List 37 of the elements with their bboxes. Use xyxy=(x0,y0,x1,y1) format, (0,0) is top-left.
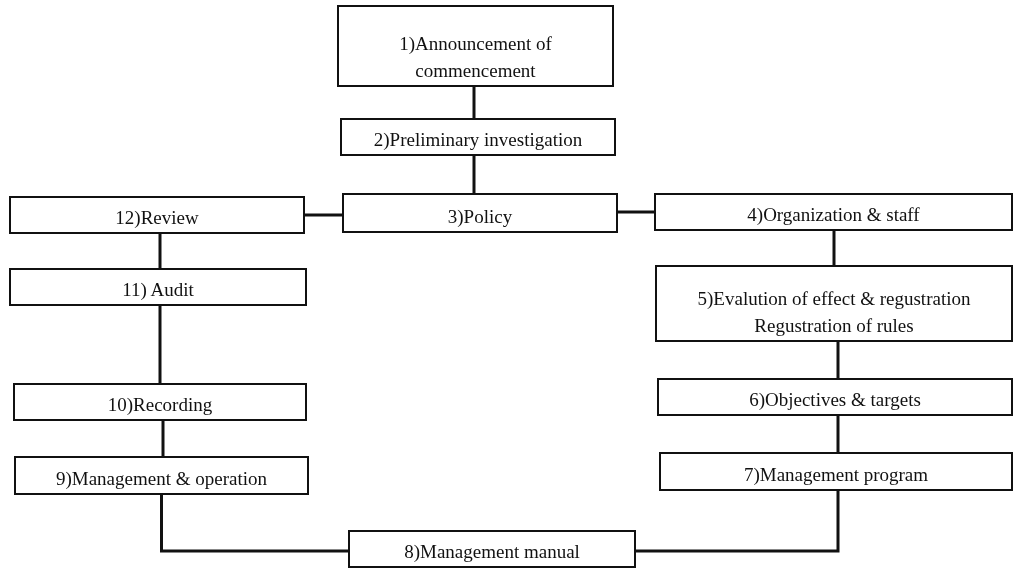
process-box xyxy=(14,456,309,495)
step-label: 10)Recording xyxy=(107,393,213,418)
step-label: 5)Evalution of effect & regustration xyxy=(697,286,971,311)
process-box xyxy=(13,383,307,421)
process-box xyxy=(659,452,1013,491)
step-label: 3)Policy xyxy=(447,205,513,230)
connector-line xyxy=(161,421,165,456)
process-box xyxy=(9,196,305,234)
connector-line xyxy=(472,156,476,193)
connector-line xyxy=(836,416,840,452)
connector-line xyxy=(832,231,836,265)
connector-line xyxy=(836,342,840,378)
step-label: 7)Management program xyxy=(743,463,929,488)
step-label: 12)Review xyxy=(115,206,199,231)
process-box xyxy=(340,118,616,156)
connector-line xyxy=(618,210,654,214)
step-label: 11) Audit xyxy=(122,278,194,303)
connector-line xyxy=(305,213,342,217)
step-label: 9)Management & operation xyxy=(55,467,267,492)
step-label: 2)Preliminary investigation xyxy=(373,128,583,153)
step-label: Regustration of rules xyxy=(754,314,914,339)
process-box xyxy=(657,378,1013,416)
process-box xyxy=(9,268,307,306)
connector-line xyxy=(472,87,476,118)
connector-line xyxy=(158,306,162,383)
process-box xyxy=(342,193,618,233)
process-box xyxy=(337,5,614,87)
step-label: 6)Objectives & targets xyxy=(749,388,921,413)
connector-line xyxy=(160,495,348,553)
connector-line xyxy=(636,491,840,553)
process-box xyxy=(655,265,1013,342)
connector-line xyxy=(158,234,162,268)
process-box xyxy=(654,193,1013,231)
process-box xyxy=(348,530,636,568)
step-label: 1)Announcement of commencement xyxy=(398,31,553,84)
step-label: 4)Organization & staff xyxy=(747,203,920,228)
step-label: 8)Management manual xyxy=(404,540,580,565)
